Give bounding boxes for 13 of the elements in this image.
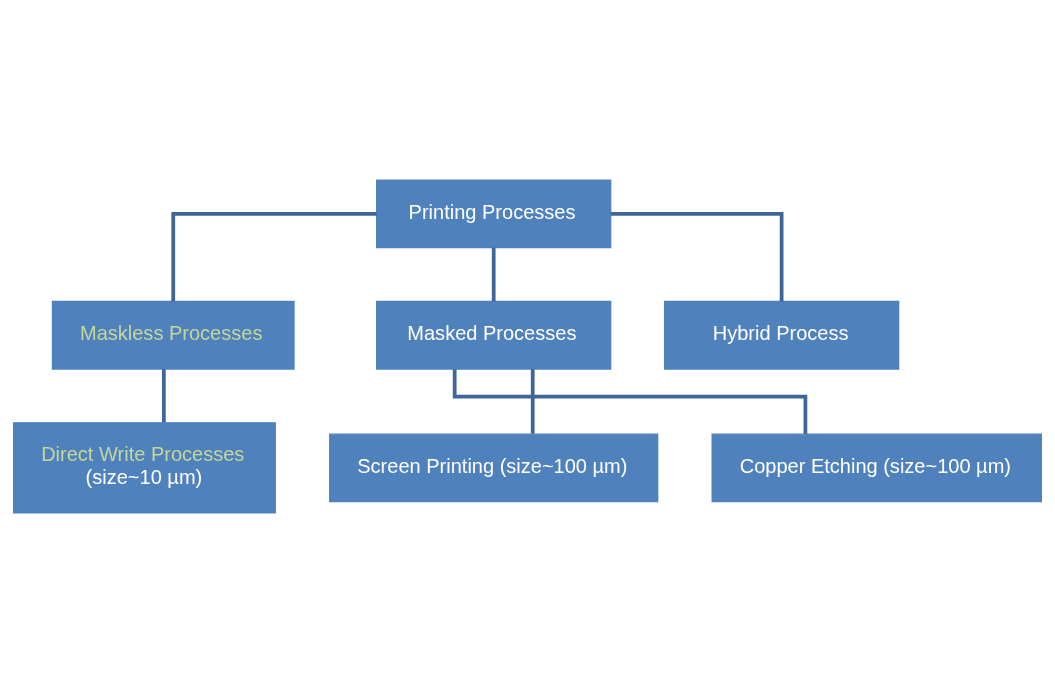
connector [161,369,166,423]
node-box: Hybrid Process [663,300,900,370]
connector [530,369,535,434]
connector [171,211,377,302]
node-box: Screen Printing (size~100 µm) [329,433,659,503]
node-box: Direct Write Processes (size~10 µm) [13,422,276,514]
node-box: Copper Etching (size~100 µm) [711,433,1042,503]
connector [610,211,784,302]
node-box: Maskless Processes [51,300,295,370]
node-box: Printing Processes [376,179,612,249]
connector [452,369,808,434]
connector [491,247,496,302]
node-box: Masked Processes [376,300,612,370]
